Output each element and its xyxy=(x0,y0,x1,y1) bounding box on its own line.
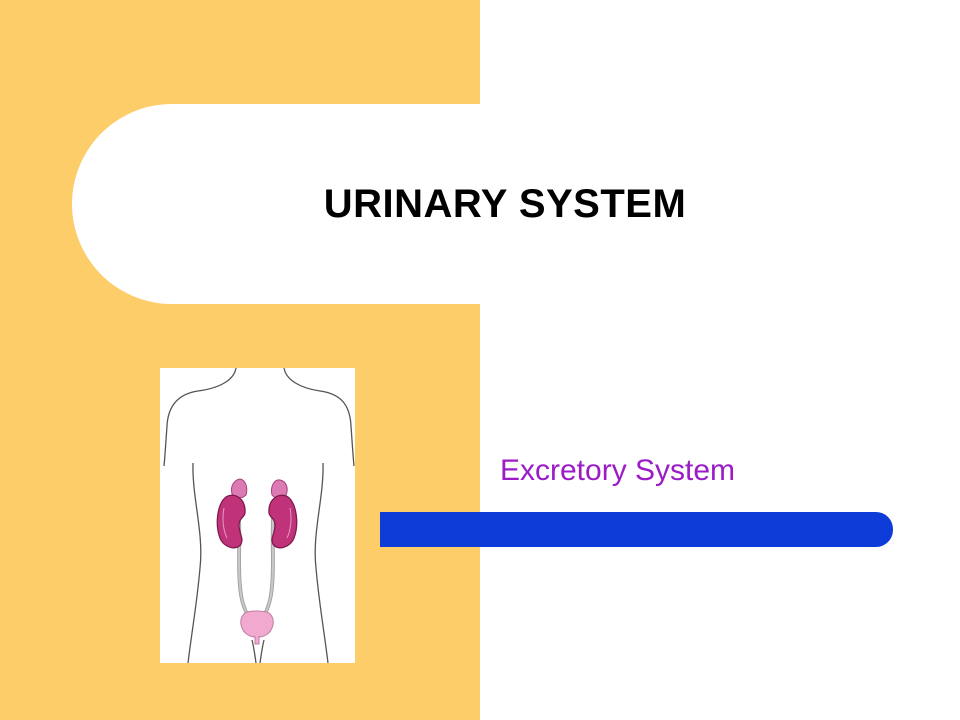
urinary-system-anatomy-icon xyxy=(163,368,355,663)
accent-bar xyxy=(380,512,893,547)
slide-title: URINARY SYSTEM xyxy=(323,181,687,226)
title-band xyxy=(72,104,960,304)
urethra xyxy=(254,636,260,645)
ureter-edges xyxy=(237,517,275,617)
body-outline xyxy=(163,368,355,663)
bladder xyxy=(240,610,274,638)
slide-subtitle: Excretory System xyxy=(500,454,736,487)
kidney-highlights xyxy=(222,507,292,539)
urinary-system-illustration xyxy=(160,368,355,663)
